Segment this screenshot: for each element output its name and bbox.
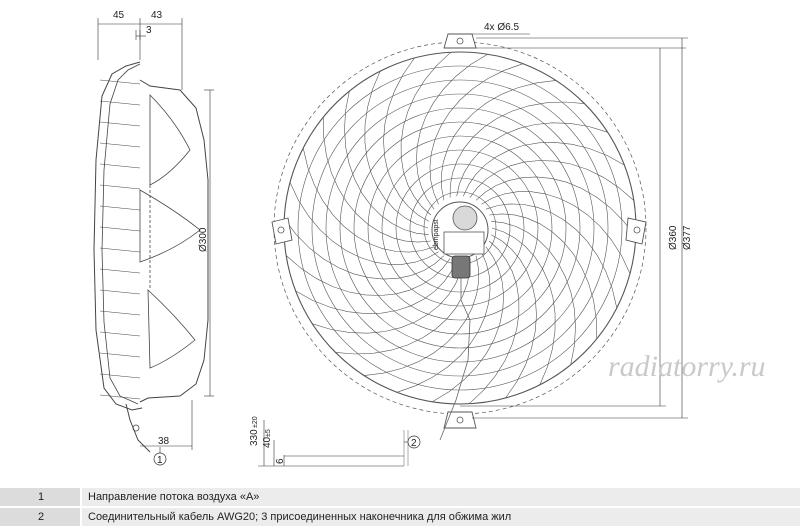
grille-spoke (383, 57, 429, 222)
callout-2-label: 2 (411, 438, 417, 449)
side-dimension-lines (97, 18, 214, 450)
dim-diameter-377: Ø377 (682, 225, 693, 250)
grille-rib (99, 289, 141, 295)
dim-cable-6: 6 (275, 458, 286, 464)
grille-rib (99, 205, 141, 211)
grille-spoke (463, 142, 625, 197)
grille-rib (99, 121, 141, 127)
grille-spoke (449, 101, 585, 198)
dim-side-bottom: 38 (158, 436, 170, 447)
legend-row: 1 Направление потока воздуха «A» (0, 488, 800, 506)
grille-rib (99, 373, 141, 379)
legend-row: 2 Соединительный кабель AWG20; 3 присоед… (0, 508, 800, 526)
dim-side-top-left: 45 (113, 10, 125, 21)
side-view (93, 61, 209, 453)
grille-spokes (283, 51, 637, 405)
grille-rib (99, 310, 141, 316)
grille-rib (99, 352, 141, 358)
grille-spoke (295, 259, 457, 314)
grille-spoke (485, 203, 618, 309)
grille-spoke (491, 221, 576, 365)
mount-tab-bottom (443, 411, 477, 429)
grille-ring (325, 93, 595, 363)
fan-technical-drawing: 45 43 3 38 Ø300 1 ebmpapst (93, 10, 766, 467)
callout-2: 2 (404, 435, 421, 449)
grille-spoke (400, 51, 452, 216)
grille-spoke (302, 147, 435, 253)
grille-rib (99, 268, 141, 274)
grille-spoke (289, 182, 439, 265)
cable-dimension-lines (258, 420, 409, 467)
grille-ring (297, 65, 623, 391)
grille-spoke (364, 255, 480, 376)
dim-cable-330: 330 (249, 429, 260, 446)
grille-spoke (469, 160, 634, 201)
grille-rib (99, 394, 141, 400)
grille-spoke (456, 122, 608, 197)
grille-ring (353, 121, 567, 335)
legend-number: 1 (0, 488, 80, 506)
dim-side-top-right: 43 (151, 10, 163, 21)
dim-cable-330-tolerance: ±20 (252, 416, 259, 428)
front-dimension-lines (460, 33, 688, 419)
grille-rib (99, 163, 141, 169)
legend-text: Соединительный кабель AWG20; 3 присоедин… (82, 508, 800, 526)
watermark: radiatorry.ru (608, 350, 766, 383)
grille-rib (99, 226, 141, 232)
dim-diameter-300: Ø300 (198, 227, 209, 252)
grille-ring (339, 107, 581, 349)
callout-1-label: 1 (157, 455, 163, 466)
legend-text: Направление потока воздуха «A» (82, 488, 800, 506)
mount-tab-left (271, 217, 293, 245)
grille-rib (99, 184, 141, 190)
grille-spoke (481, 191, 631, 274)
legend-number: 2 (0, 508, 80, 526)
dim-cable-40-tolerance: ±5 (265, 429, 272, 437)
dim-diameter-360: Ø360 (668, 225, 679, 250)
grille-rib (99, 100, 141, 106)
mount-tab-right (625, 217, 647, 245)
legend-table: 1 Направление потока воздуха «A» 2 Соеди… (0, 488, 800, 528)
grille-spoke (440, 80, 556, 201)
callout-1: 1 (153, 447, 167, 466)
dim-side-gap: 3 (146, 25, 152, 36)
grille-ring (367, 135, 553, 321)
mount-tab-top (443, 33, 477, 49)
cable-connector (451, 255, 471, 279)
grille-spoke (364, 70, 429, 229)
grille-spoke (283, 218, 445, 280)
grille-spoke (468, 240, 520, 405)
grille-spoke (475, 176, 637, 238)
grille-spoke (286, 255, 451, 296)
grille-spoke (491, 227, 556, 386)
grille-ring (311, 79, 609, 377)
grille-rib (99, 142, 141, 148)
grille-spoke (416, 53, 488, 210)
grille-ring (395, 163, 525, 293)
grille-rib (99, 247, 141, 253)
grille-rib (99, 79, 141, 85)
grille-ring (381, 149, 539, 307)
grille-spoke (432, 246, 504, 403)
dim-cable-40: 40 (262, 436, 273, 448)
grille-spoke (396, 251, 491, 393)
side-grille-ribs (99, 79, 141, 400)
grille-spoke (335, 258, 471, 355)
dim-holes: 4x Ø6.5 (484, 22, 519, 33)
front-view (271, 33, 647, 441)
grille-spoke (489, 213, 597, 339)
grille-spoke (491, 234, 537, 399)
grille-spoke (323, 117, 431, 243)
brand-mark: ebmpapst (433, 219, 440, 250)
grille-rib (99, 331, 141, 337)
grille-spoke (312, 259, 464, 334)
grille-spoke (429, 63, 524, 205)
grille-spoke (344, 91, 429, 235)
